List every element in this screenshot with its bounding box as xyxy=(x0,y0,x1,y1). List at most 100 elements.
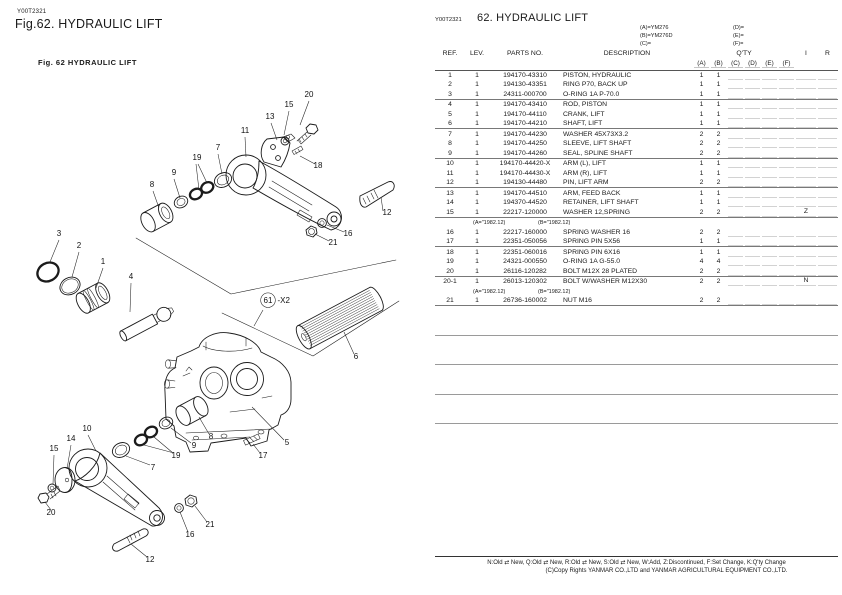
callout-number: 20 xyxy=(305,90,314,99)
callout-number: 18 xyxy=(314,161,323,170)
model-legend-c: (C)= xyxy=(640,41,652,47)
empty-row-group xyxy=(435,336,838,365)
callout-number: 21 xyxy=(329,238,338,247)
callout-number: 4 xyxy=(129,272,134,281)
model-legend-f: (F)= xyxy=(733,41,744,47)
qty-subcol-label: (C) xyxy=(728,60,743,68)
model-legend-d: (D)= xyxy=(733,25,745,31)
col-header-qty: Q'TY xyxy=(736,50,752,57)
empty-row-group xyxy=(435,306,838,336)
qty-subcol-label: (B) xyxy=(711,60,726,68)
page-title-left: Fig.62. HYDRAULIC LIFT xyxy=(15,17,163,31)
lower-sleeve-and-rings xyxy=(111,396,209,458)
lift-housing xyxy=(164,332,292,453)
col-header-i: I xyxy=(805,50,807,57)
page-title-right: 62. HYDRAULIC LIFT xyxy=(477,12,589,24)
doc-code-left: Y00T2321 xyxy=(17,9,47,15)
callout-number: 2 xyxy=(77,241,82,250)
lift-shaft xyxy=(295,286,384,350)
exploded-parts-diagram: 201513111871998121621321461-X26891975171… xyxy=(36,90,400,564)
doc-code-right: Y00T2321 xyxy=(435,17,462,23)
callout-number: 12 xyxy=(383,208,392,217)
callout-number: 61 xyxy=(264,296,273,305)
callout-number: 15 xyxy=(285,100,294,109)
footer-legend: N:Old ⇄ New, Q:Old ⇄ New, R:Old ⇄ New, S… xyxy=(487,560,786,566)
footer-rule xyxy=(435,556,838,557)
callout-number: 8 xyxy=(150,180,155,189)
callout-number: 15 xyxy=(50,444,59,453)
callout-number: 20 xyxy=(47,508,56,517)
col-header-r: R xyxy=(825,50,830,57)
callout-number: 21 xyxy=(206,520,215,529)
qty-subcol-label: (D) xyxy=(745,60,760,68)
empty-row-group xyxy=(435,365,838,395)
model-legend-a: (A)=YM276 xyxy=(640,25,669,31)
col-header-description: DESCRIPTION xyxy=(603,50,651,57)
piston-group xyxy=(36,261,174,342)
callout-number: 19 xyxy=(172,451,181,460)
qty-subcolumns: (A)(B)(C)(D)(E)(F) xyxy=(435,60,838,68)
parts-table-header: REF. LEV. PARTS NO. DESCRIPTION Q'TY I R… xyxy=(435,48,838,71)
lift-arm-pin-top xyxy=(305,181,395,238)
feedback-arm-and-fasteners xyxy=(260,123,319,168)
callout-number: 12 xyxy=(146,555,155,564)
table-note-row: (A="1982.12)(B="1982.12) xyxy=(473,288,571,295)
callout-number: 7 xyxy=(151,463,156,472)
callout-number: 17 xyxy=(259,451,268,460)
callout-number: 3 xyxy=(57,229,62,238)
lift-arm-pin-bottom xyxy=(112,494,198,552)
model-legend-b: (B)=YM276D xyxy=(640,33,673,39)
callout-number: 14 xyxy=(67,434,76,443)
callout-number: 1 xyxy=(101,257,106,266)
callout-number: 8 xyxy=(209,432,214,441)
callout-number: 6 xyxy=(354,352,359,361)
qty-subcol-label: (E) xyxy=(762,60,777,68)
callout-number: 13 xyxy=(266,112,275,121)
explosion-plane-lines xyxy=(135,237,400,357)
callout-number: 11 xyxy=(241,126,250,135)
callout-number: 16 xyxy=(344,229,353,238)
empty-row-group xyxy=(435,395,838,424)
callout-number: 7 xyxy=(216,143,221,152)
callout-number: 5 xyxy=(285,438,290,447)
lift-arm-right xyxy=(225,154,342,231)
spring-pin xyxy=(243,433,261,446)
qty-subcol-label: (A) xyxy=(694,60,709,68)
figure-caption: Fig. 62 HYDRAULIC LIFT xyxy=(38,58,137,67)
upper-sleeve-and-rings xyxy=(140,172,233,233)
qty-subcol-label: (F) xyxy=(779,60,794,68)
callout-number: 19 xyxy=(193,153,202,162)
callout-number: 10 xyxy=(83,424,92,433)
col-header-lev: LEV. xyxy=(469,50,485,57)
col-header-parts-no: PARTS NO. xyxy=(506,50,543,57)
table-note-row: (A="1982.12)(B="1982.12) xyxy=(473,220,571,226)
callout-number: 9 xyxy=(172,168,177,177)
callout-number: 9 xyxy=(192,441,197,450)
svg-text:-X2: -X2 xyxy=(278,296,291,305)
model-legend-e: (E)= xyxy=(733,33,744,39)
footer-copyright: (C)Copy Rights YANMAR CO.,LTD and YANMAR… xyxy=(545,568,788,574)
callout-labels: 201513111871998121621321461-X26891975171… xyxy=(44,90,392,564)
